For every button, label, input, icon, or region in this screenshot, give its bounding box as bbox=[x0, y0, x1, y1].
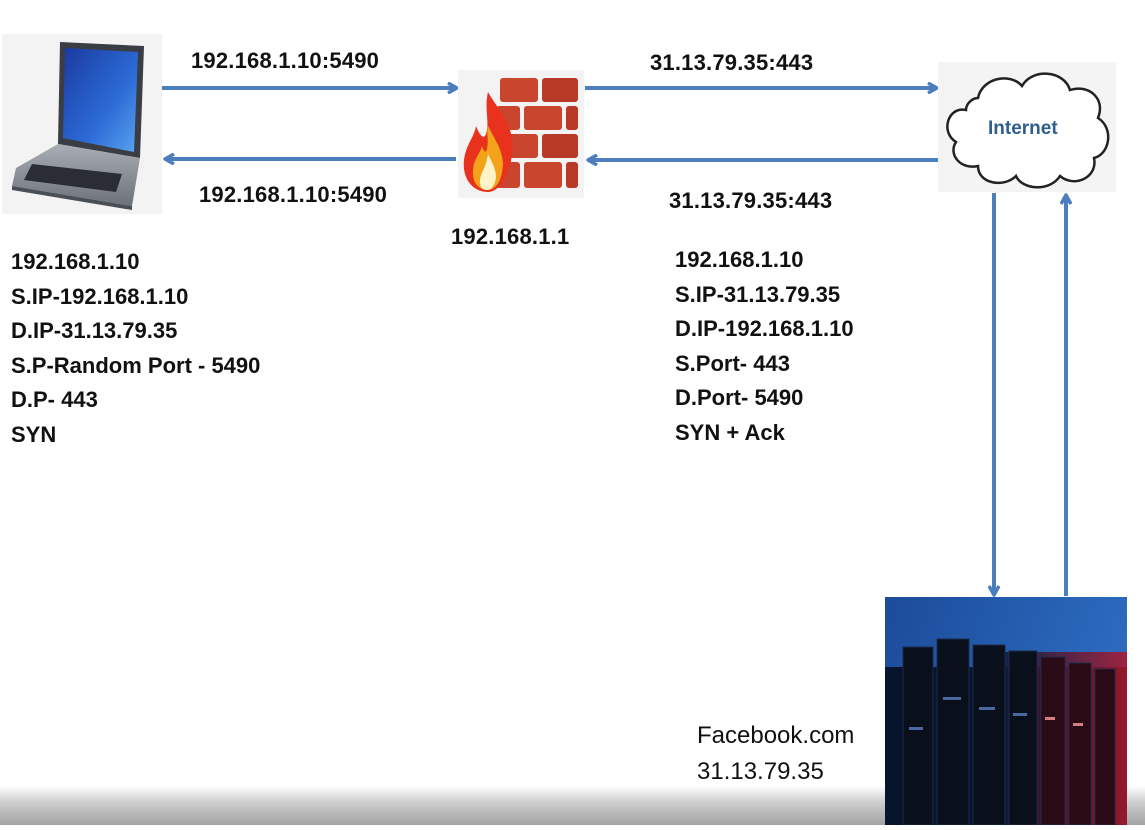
edge-label-firewall-to-client: 192.168.1.10:5490 bbox=[199, 182, 388, 207]
firewall-ip-label: 192.168.1.1 bbox=[451, 224, 570, 249]
packet-syn-ack-line: D.IP-192.168.1.10 bbox=[675, 316, 854, 341]
internet-label: Internet bbox=[988, 118, 1058, 139]
packet-syn-ack-line: 192.168.1.10 bbox=[675, 247, 804, 272]
packet-syn-line: S.P-Random Port - 5490 bbox=[11, 352, 261, 378]
cloud-icon bbox=[946, 72, 1110, 189]
firewall-icon bbox=[463, 78, 578, 192]
packet-syn-ack-line: SYN + Ack bbox=[675, 419, 785, 445]
server-domain-label: Facebook.com bbox=[697, 722, 855, 749]
server-node bbox=[885, 597, 1127, 826]
packet-syn-details: 192.168.1.10 S.IP-192.168.1.10 D.IP-31.1… bbox=[11, 245, 260, 452]
packet-syn-line: 192.168.1.10 bbox=[11, 249, 140, 274]
packet-syn-line: SYN bbox=[11, 421, 57, 447]
laptop-node bbox=[2, 34, 162, 214]
internet-node: Internet bbox=[938, 62, 1116, 192]
edge-label-internet-to-firewall: 31.13.79.35:443 bbox=[669, 188, 833, 213]
server-rack-icon bbox=[885, 597, 1127, 826]
firewall-node bbox=[458, 70, 584, 198]
packet-syn-line: S.IP-192.168.1.10 bbox=[11, 283, 189, 309]
packet-syn-ack-line: S.IP-31.13.79.35 bbox=[675, 281, 841, 307]
laptop-icon bbox=[12, 42, 144, 210]
packet-syn-ack-line: D.Port- 5490 bbox=[675, 385, 804, 410]
packet-syn-line: D.P- 443 bbox=[11, 387, 98, 412]
packet-syn-line: D.IP-31.13.79.35 bbox=[11, 318, 178, 343]
server-ip-label: 31.13.79.35 bbox=[697, 758, 824, 785]
packet-syn-ack-details: 192.168.1.10 S.IP-31.13.79.35 D.IP-192.1… bbox=[675, 243, 854, 450]
packet-syn-ack-line: S.Port- 443 bbox=[675, 350, 790, 376]
edge-label-client-to-firewall: 192.168.1.10:5490 bbox=[191, 48, 380, 73]
edge-label-firewall-to-internet: 31.13.79.35:443 bbox=[650, 50, 814, 75]
